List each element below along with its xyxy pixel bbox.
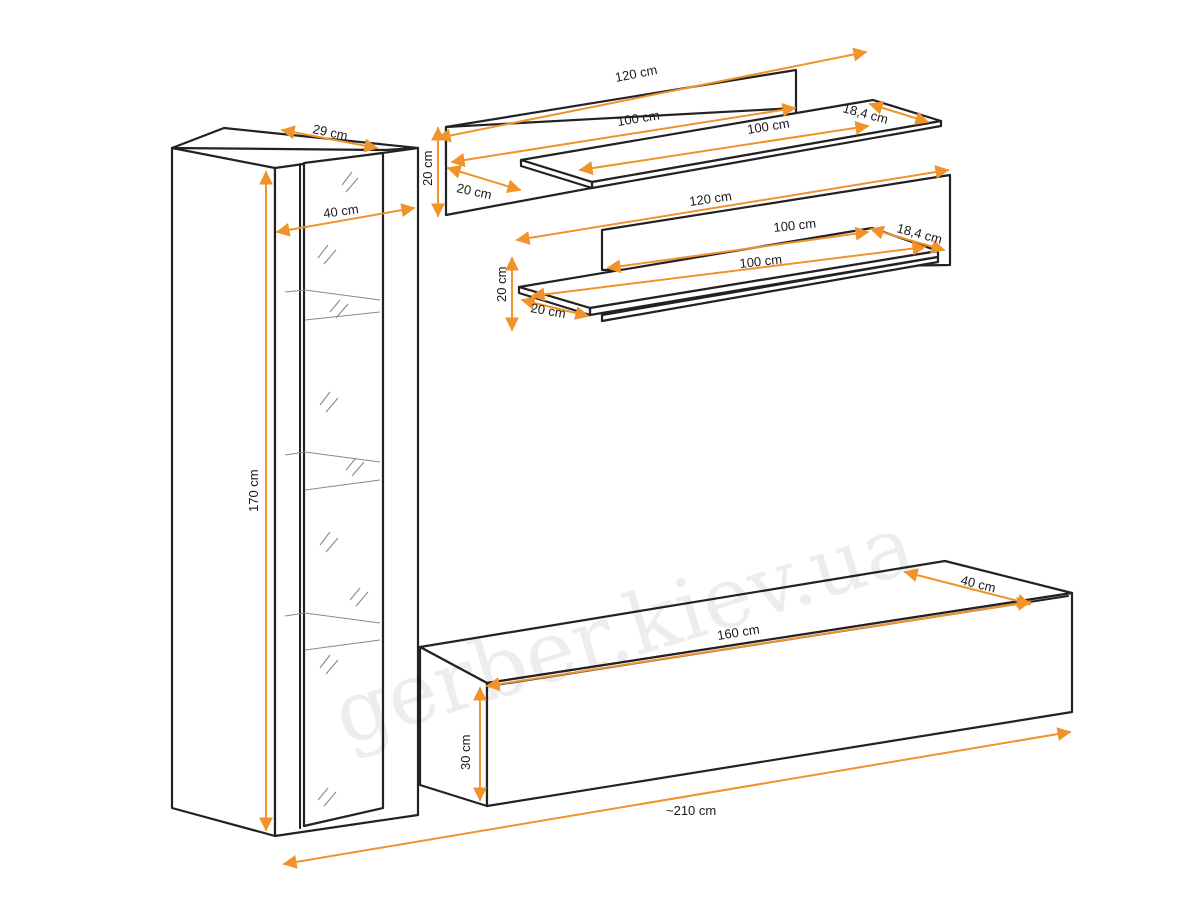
label-panel-1-height: 20 cm — [420, 151, 435, 186]
label-panel-2-depth: 20 cm — [529, 300, 566, 321]
label-total-width: ~210 cm — [666, 803, 716, 818]
label-tv-stand-length: 160 cm — [716, 621, 760, 642]
label-panel-2-height: 20 cm — [494, 267, 509, 302]
cabinet-shelf-edges — [304, 311, 381, 651]
dim-panel-1-depth — [446, 164, 522, 194]
label-shelf-2-length: 100 cm — [739, 252, 783, 271]
cabinet-top-face — [170, 126, 420, 152]
dimension-lines — [259, 47, 1072, 869]
dim-cabinet-depth — [280, 125, 379, 153]
label-tv-stand-height: 30 cm — [458, 735, 473, 770]
tall-glass-cabinet — [170, 126, 420, 838]
label-shelf-1-length: 100 cm — [746, 115, 790, 136]
label-panel-2-width: 120 cm — [688, 188, 732, 209]
dim-panel-2-width — [515, 165, 950, 245]
dim-shelf-1-depth — [868, 101, 930, 125]
label-panel-2-inner: 100 cm — [773, 216, 817, 235]
label-cabinet-width: 40 cm — [322, 201, 359, 221]
dim-panel-2-depth — [520, 296, 590, 320]
label-panel-1-width: 120 cm — [614, 62, 659, 85]
label-panel-1-depth: 20 cm — [455, 180, 493, 202]
label-cabinet-height: 170 cm — [246, 469, 261, 512]
dim-shelf-1-length — [578, 120, 870, 176]
dim-total-width — [282, 727, 1072, 869]
label-shelf-1-panel: 100 cm — [616, 107, 660, 128]
dim-tv-stand-length — [485, 597, 1032, 691]
dim-shelf-2-depth — [869, 225, 946, 254]
dim-shelf-2-length — [530, 241, 927, 302]
dim-cabinet-width — [275, 203, 416, 237]
label-cabinet-depth: 29 cm — [311, 121, 349, 143]
